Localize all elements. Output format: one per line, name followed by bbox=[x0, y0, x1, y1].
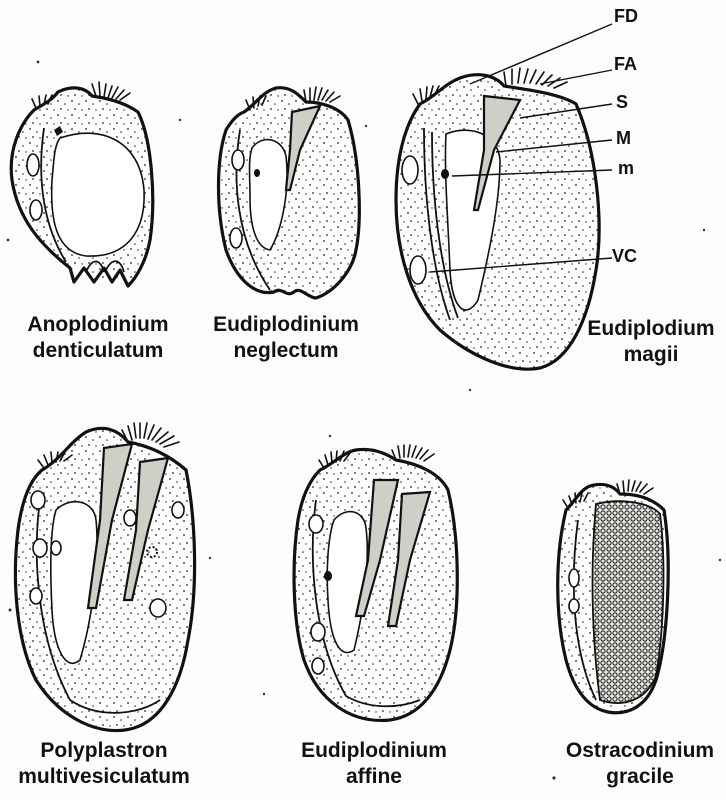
caption-line2: affine bbox=[284, 764, 464, 790]
caption-line1: Ostracodinium bbox=[556, 738, 724, 764]
label-m: m bbox=[618, 158, 634, 179]
caption-eudiplo-neglectum: Eudiplodinium neglectum bbox=[196, 312, 376, 364]
label-fa: FA bbox=[614, 54, 637, 75]
caption-line2: magii bbox=[580, 342, 722, 368]
caption-line1: Eudiplodinium bbox=[196, 312, 376, 338]
cell-ostracodinium bbox=[558, 480, 668, 713]
label-vc: VC bbox=[612, 246, 637, 267]
cell-anoplodinium bbox=[11, 82, 152, 286]
caption-eudiplo-affine: Eudiplodinium affine bbox=[284, 738, 464, 790]
cell-eudiplo-neglectum bbox=[219, 87, 360, 298]
label-s: S bbox=[616, 92, 628, 113]
caption-line1: Polyplastron bbox=[4, 738, 204, 764]
caption-line2: denticulatum bbox=[8, 338, 188, 364]
label-fd: FD bbox=[614, 6, 638, 27]
cell-polyplastron bbox=[15, 423, 194, 731]
cell-eudiplo-affine bbox=[294, 445, 457, 720]
caption-anoplodinium: Anoplodinium denticulatum bbox=[8, 312, 188, 364]
caption-eudiplo-magii: Eudiplodium magii bbox=[580, 316, 722, 368]
label-M: M bbox=[616, 128, 631, 149]
caption-polyplastron: Polyplastron multivesiculatum bbox=[4, 738, 204, 790]
caption-line1: Eudiplodium bbox=[580, 316, 722, 342]
caption-line1: Eudiplodinium bbox=[284, 738, 464, 764]
caption-ostracodinium: Ostracodinium gracile bbox=[556, 738, 724, 790]
caption-line2: gracile bbox=[556, 764, 724, 790]
caption-line2: neglectum bbox=[196, 338, 376, 364]
caption-line1: Anoplodinium bbox=[8, 312, 188, 338]
caption-line2: multivesiculatum bbox=[4, 764, 204, 790]
